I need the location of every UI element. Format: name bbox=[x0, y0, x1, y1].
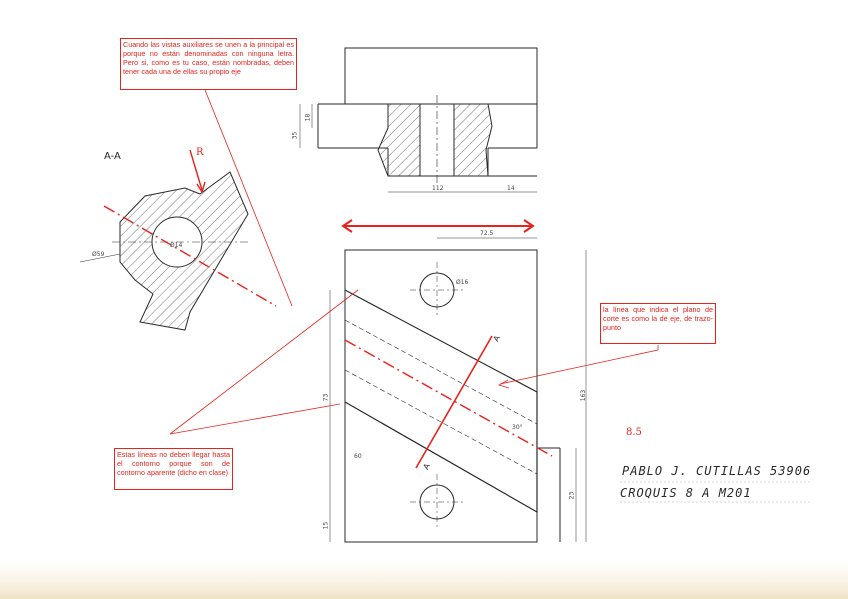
front-view-hatch-right bbox=[453, 103, 493, 177]
red-axis-section bbox=[103, 205, 277, 307]
dim-plan-left-height: 73 bbox=[322, 393, 330, 402]
plan-view-outline bbox=[344, 249, 538, 543]
plan-view bbox=[329, 237, 587, 543]
red-cutting-plane bbox=[415, 335, 493, 469]
page-shadow bbox=[0, 560, 848, 599]
note-auxiliary-views: Cuando las vistas auxiliares se unen a l… bbox=[120, 38, 297, 90]
front-view-hatch-left bbox=[377, 103, 421, 177]
dim-plan-left-bottom: 15 bbox=[322, 521, 330, 530]
front-view-top-block bbox=[344, 47, 538, 105]
view-arrow-label: R bbox=[196, 147, 204, 158]
note-cutting-plane: la línea que indica el plano de corte es… bbox=[600, 303, 716, 344]
dim-front-height-inner: 18 bbox=[304, 113, 312, 122]
dim-front-bottom-step: 14 bbox=[507, 185, 515, 192]
dim-section-outer: Ø59 bbox=[92, 251, 105, 258]
red-corrections bbox=[103, 89, 659, 469]
title-author: PABLO J. CUTILLAS 53906 bbox=[622, 464, 812, 478]
dim-section-hole: Ø14 bbox=[170, 242, 183, 249]
dim-front-bottom-width: 112 bbox=[432, 185, 444, 192]
dim-hole-top: Ø16 bbox=[456, 279, 469, 286]
red-axis-plan bbox=[344, 339, 553, 457]
section-label: A-A bbox=[104, 151, 121, 162]
dim-plan-right-bottom: 23 bbox=[568, 491, 576, 500]
plan-view-slot bbox=[344, 289, 538, 514]
dim-front-height-outer: 35 bbox=[291, 131, 299, 140]
note-hidden-lines: Estas líneas no deben llegar hasta el co… bbox=[114, 448, 233, 490]
dim-plan-top: 72.5 bbox=[480, 230, 494, 237]
title-sheet: CROQUIS 8 A M201 bbox=[620, 486, 752, 500]
front-view bbox=[299, 47, 538, 193]
dim-angle: 30° bbox=[512, 424, 523, 431]
dim-slot: 60 bbox=[354, 453, 362, 460]
dim-plan-right-height: 163 bbox=[580, 389, 588, 402]
section-a-a bbox=[79, 149, 249, 331]
grade: 8.5 bbox=[626, 427, 642, 438]
